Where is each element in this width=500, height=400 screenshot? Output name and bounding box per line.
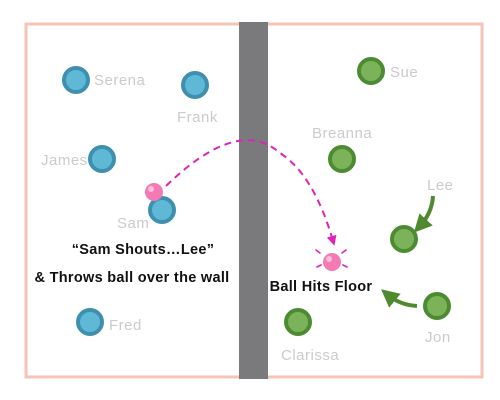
player-marker [328,145,356,173]
caption-throws: & Throws ball over the wall [34,270,229,286]
player-name: Fred [109,317,142,334]
player-name: Serena [94,72,146,89]
player-fred: Fred [76,308,142,336]
player-marker [357,57,385,85]
caption-ball-hits-floor: Ball Hits Floor [270,279,373,295]
player-clarissa: Clarissa [281,308,339,364]
player-james: James [41,145,116,173]
lee-move-arrow [413,195,435,233]
player-marker [284,308,312,336]
player-name: Sam [117,215,149,232]
player-name: Sue [390,64,418,81]
player-marker [423,292,451,320]
player-marker [88,145,116,173]
player-name: Lee [427,177,454,194]
player-marker [390,225,418,253]
player-frank: Frank [177,71,218,126]
center-wall [239,22,268,379]
player-name: Frank [177,109,218,126]
ball-icon [145,183,163,201]
player-marker [76,308,104,336]
player-jon: Jon [423,292,451,346]
player-name: Clarissa [281,347,339,364]
ball-landing-icon [323,253,341,271]
player-breanna: Breanna [312,125,372,173]
player-marker [148,196,176,224]
player-name: Breanna [312,125,372,142]
player-marker [181,71,209,99]
ball-trajectory-arrow [165,139,337,246]
player-lee: Lee [390,177,454,253]
player-sam: Sam [117,196,176,232]
player-name: Jon [425,329,451,346]
jon-move-arrow [381,289,418,308]
caption-sam-shouts: “Sam Shouts…Lee” [72,242,215,258]
impact-burst-icon [315,249,348,268]
player-name: James [41,152,88,169]
player-marker [62,66,90,94]
player-sue: Sue [357,57,418,85]
player-serena: Serena [62,66,146,94]
